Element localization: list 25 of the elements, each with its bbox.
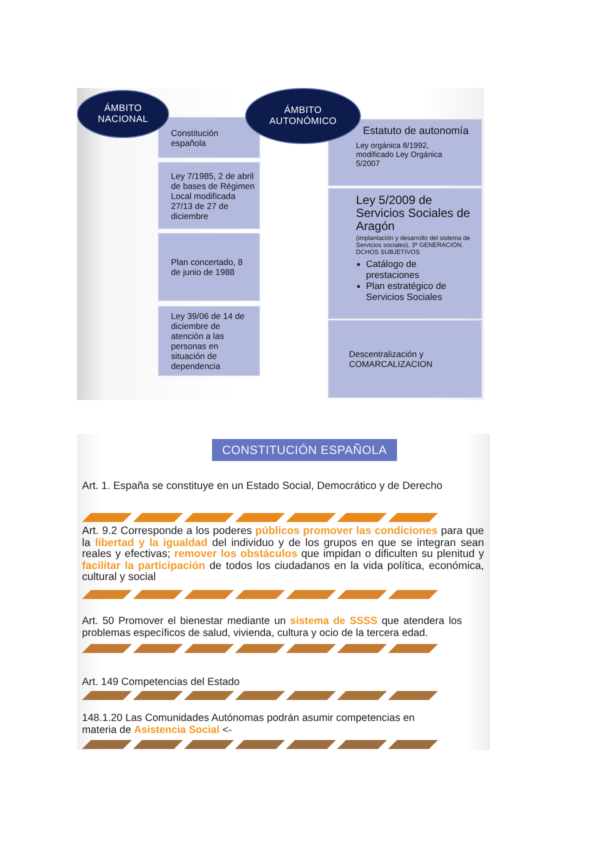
info-box (158, 233, 260, 301)
box-text: Plan concertado, 8 de junio de 1988 (171, 257, 244, 277)
info-box (328, 320, 482, 398)
bullet-item: Plan estratégico de Servicios Sociales (356, 280, 471, 302)
box-text: Constitución española (171, 128, 220, 148)
article-paragraph: Art. 9.2 Corresponde a los poderes públicos promover las condiciones para que la libertad y la igualdad del individuo y de los grupos en que se integran sean reales y efectivas; remover los obstáculos que impidan o dificulten su plenitud y facilitar la participación de todos los ciudadanos en la vida política, económica, cultural y social (82, 526, 484, 584)
info-box (158, 306, 260, 376)
scope-heading: ÁMBITO AUTONÓMICO (269, 104, 337, 128)
bullet-item: Catálogo de prestaciones (356, 258, 471, 280)
article-paragraph: Art. 1. España se constituye en un Estado Social, Democrático y de Derecho (82, 481, 444, 493)
article-paragraph: Art. 149 Competencias del Estado (82, 677, 241, 689)
info-box (158, 162, 260, 229)
info-box (158, 117, 260, 158)
scope-heading: ÁMBITO NACIONAL (98, 102, 148, 126)
title-banner (212, 439, 397, 461)
article-paragraph: Art. 50 Promover el bienestar mediante un sistema de SSSS que atendera los problemas específicos de salud, vivienda, cultura y ocio de la tercera edad. (82, 616, 462, 640)
info-box (328, 188, 482, 319)
scope-ellipse (245, 88, 361, 144)
box-heading: Estatuto de autonomía (363, 125, 470, 138)
box-text: Descentralización y COMARCALIZACION (349, 349, 434, 369)
box-text: Ley 7/1985, 2 de abril de bases de Régimen Local modificada 27/13 de 27 de diciembre (171, 170, 256, 220)
box-heading: Ley 5/2009 de Servicios Sociales de Aragón (356, 194, 472, 234)
article-paragraph: 148.1.20 Las Comunidades Autónomas podrán asumir competencias en materia de Asistencia Social <- (82, 713, 416, 736)
box-text: Ley 39/06 de 14 de diciembre de atención a las personas en situación de dependencia (171, 311, 246, 371)
banner-title: CONSTITUCIÓN ESPAÑOLA (222, 443, 387, 457)
